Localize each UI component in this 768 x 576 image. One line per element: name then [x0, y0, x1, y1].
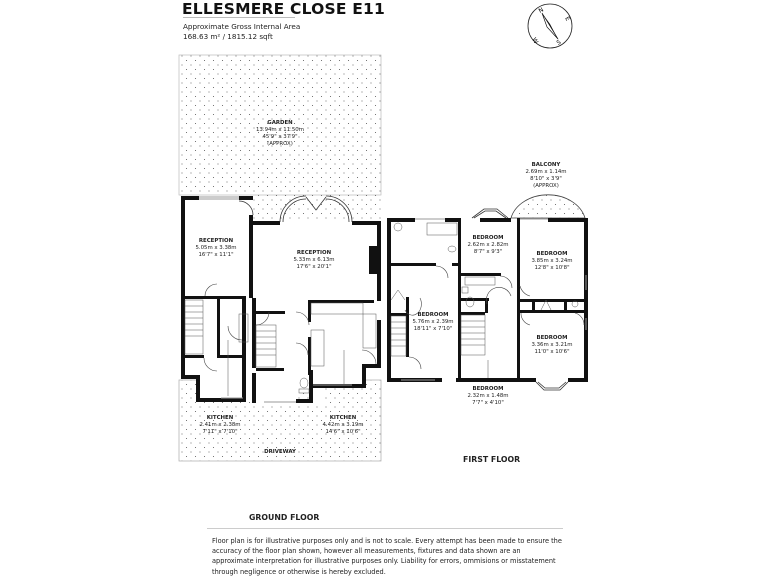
bedroom-3-imperial: 18'11" x 7'10": [414, 326, 453, 332]
reception-2-imperial: 17'6" x 20'1": [296, 264, 331, 270]
bedroom-1-metric: 2.62m x 2.82m: [467, 242, 508, 248]
bedroom-5-imperial: 7'7" x 4'10": [472, 400, 504, 406]
balcony-note: (APPROX): [533, 183, 559, 189]
area-info: Approximate Gross Internal Area 168.63 m…: [183, 22, 300, 42]
page-title: ELLESMERE CLOSE E11: [182, 0, 386, 18]
garden-metric: 13.94m x 11.50m: [256, 127, 304, 133]
bedroom-4-name: BEDROOM: [537, 335, 568, 341]
garden-imperial: 45'9" x 37'9": [262, 134, 297, 140]
bedroom-3-name: BEDROOM: [418, 312, 449, 318]
kitchen-1-name: KITCHEN: [207, 415, 234, 421]
area-label: Approximate Gross Internal Area: [183, 22, 301, 31]
balcony-name: BALCONY: [532, 162, 561, 168]
compass-e: E: [563, 16, 571, 23]
balcony-area: [510, 194, 586, 219]
kitchen-2-metric: 4.42m x 3.19m: [322, 422, 363, 428]
bedroom-1-imperial: 8'7" x 9'3": [474, 249, 502, 255]
bedroom-5-metric: 2.32m x 1.48m: [467, 393, 508, 399]
disclaimer-text: Floor plan is for illustrative purposes …: [212, 537, 562, 576]
first-floor-plan: [387, 194, 588, 391]
compass-s: S: [556, 39, 563, 47]
ground-floor-label: GROUND FLOOR: [249, 513, 320, 522]
driveway-name: DRIVEWAY: [264, 449, 296, 455]
garden-note: (APPROX): [267, 141, 293, 147]
compass-w: W: [530, 37, 539, 46]
bedroom-2-imperial: 12'8" x 10'8": [534, 265, 569, 271]
kitchen-2-imperial: 14'6" x 10'6": [325, 429, 360, 435]
bedroom-1-name: BEDROOM: [473, 235, 504, 241]
reception-2-metric: 5.33m x 6.13m: [293, 257, 334, 263]
reception-2-name: RECEPTION: [297, 250, 332, 256]
bedroom-3-metric: 5.76m x 2.39m: [412, 319, 453, 325]
footer-divider: [207, 528, 563, 529]
reception-1-imperial: 16'7" x 11'1": [198, 252, 233, 258]
title-divider: [183, 17, 295, 18]
bedroom-5-name: BEDROOM: [473, 386, 504, 392]
first-floor-label: FIRST FLOOR: [463, 455, 521, 464]
compass-icon: N E S W: [527, 3, 573, 49]
bedroom-4-metric: 3.36m x 3.21m: [531, 342, 572, 348]
kitchen-2-name: KITCHEN: [330, 415, 357, 421]
ground-floor-plan: [178, 54, 382, 462]
kitchen-1-imperial: 7'11" x 7'10": [202, 429, 237, 435]
garden-name: GARDEN: [267, 120, 293, 126]
balcony-imperial: 8'10" x 3'9": [530, 176, 562, 182]
reception-1-metric: 5.05m x 3.38m: [195, 245, 236, 251]
bedroom-2-name: BEDROOM: [537, 251, 568, 257]
bedroom-2-metric: 3.85m x 3.24m: [531, 258, 572, 264]
area-value: 168.63 m² / 1815.12 sqft: [183, 32, 273, 41]
compass-n: N: [538, 6, 545, 14]
bedroom-4-imperial: 11'0" x 10'6": [534, 349, 569, 355]
kitchen-1-metric: 2.41m x 2.38m: [199, 422, 240, 428]
reception-1-name: RECEPTION: [199, 238, 234, 244]
balcony-metric: 2.69m x 1.14m: [525, 169, 566, 175]
